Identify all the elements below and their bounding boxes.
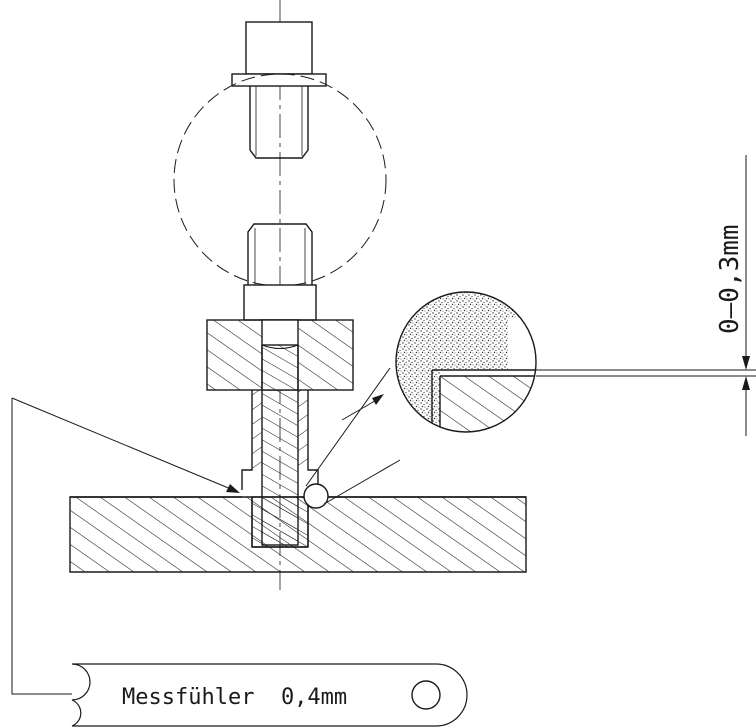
- lower-bolt-thread: [247, 223, 313, 285]
- lower-bolt-body: [243, 284, 317, 321]
- leader-line-upper: [305, 367, 391, 487]
- feeler-gauge-hole: [411, 680, 441, 710]
- feeler-gauge-label: Messfühler 0,4mm: [122, 685, 347, 710]
- upper-bolt-head: [245, 21, 313, 75]
- leader-line-lower: [323, 459, 401, 505]
- feeler-gauge: [71, 663, 468, 727]
- detail-marker-circle: [303, 483, 329, 509]
- feeler-leader: [11, 397, 239, 493]
- linework: [11, 0, 756, 727]
- detail-arrow: [341, 397, 381, 421]
- upper-bolt-thread: [249, 86, 309, 159]
- gap-dimension-label: 0–0,3mm: [715, 224, 745, 334]
- enlarged-detail: [396, 292, 536, 432]
- upper-bolt-collar: [231, 73, 327, 87]
